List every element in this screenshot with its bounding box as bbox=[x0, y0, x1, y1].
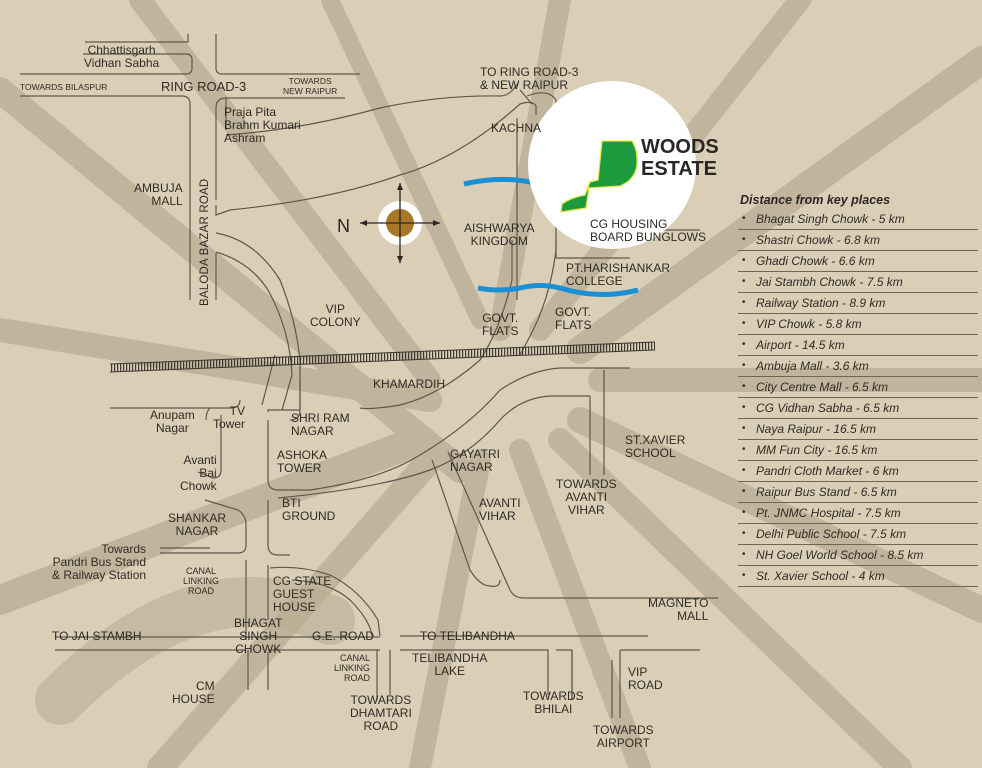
label-aishwarya-kingdom: AISHWARYA KINGDOM bbox=[464, 221, 535, 248]
bullet-icon: • bbox=[742, 444, 746, 455]
railway-track bbox=[109, 341, 656, 373]
project-name-line1: WOODS bbox=[641, 136, 719, 158]
label-cm-house: CM HOUSE bbox=[172, 679, 215, 706]
label-govt-flats-right: GOVT. FLATS bbox=[555, 305, 592, 332]
label-towards-bilaspur: TOWARDS BILASPUR bbox=[20, 82, 108, 92]
label-kachna: KACHNA bbox=[491, 121, 542, 135]
compass-icon bbox=[360, 183, 440, 263]
label-towards-pandri: Towards Pandri Bus Stand & Railway Stati… bbox=[52, 542, 147, 582]
label-govt-flats-left: GOVT. FLATS bbox=[482, 311, 519, 338]
label-canal-linking-road-2: CANAL LINKING ROAD bbox=[334, 653, 371, 683]
label-gayatri-nagar: GAYATRI NAGAR bbox=[450, 447, 501, 474]
project-name-line2: ESTATE bbox=[641, 158, 717, 180]
distance-list-item: •Jai Stambh Chowk - 7.5 km bbox=[738, 272, 978, 293]
distance-list-item: •City Centre Mall - 6.5 km bbox=[738, 377, 978, 398]
label-tv-tower: TV Tower bbox=[213, 404, 246, 431]
label-khamardih: KHAMARDIH bbox=[373, 377, 446, 391]
distance-list-item: •NH Goel World School - 8.5 km bbox=[738, 545, 978, 566]
bullet-icon: • bbox=[742, 465, 746, 476]
distance-list-item: •Pt. JNMC Hospital - 7.5 km bbox=[738, 503, 978, 524]
distance-list-item: •Ghadi Chowk - 6.6 km bbox=[738, 251, 978, 272]
bullet-icon: • bbox=[742, 549, 746, 560]
distance-list-item: •VIP Chowk - 5.8 km bbox=[738, 314, 978, 335]
roads bbox=[20, 34, 718, 718]
distance-list-item: •CG Vidhan Sabha - 6.5 km bbox=[738, 398, 978, 419]
label-ashoka-tower: ASHOKA TOWER bbox=[277, 448, 328, 475]
label-cg-state-guest-house: CG STATE GUEST HOUSE bbox=[273, 574, 332, 614]
label-to-jai-stambh: TO JAI STAMBH bbox=[52, 629, 142, 643]
bullet-icon: • bbox=[742, 507, 746, 518]
distance-list: •Bhagat Singh Chowk - 5 km •Shastri Chow… bbox=[738, 209, 978, 587]
label-towards-bhilai: TOWARDS BHILAI bbox=[523, 689, 584, 716]
bullet-icon: • bbox=[742, 255, 746, 266]
bullet-icon: • bbox=[742, 318, 746, 329]
distance-list-item: •Naya Raipur - 16.5 km bbox=[738, 419, 978, 440]
bullet-icon: • bbox=[742, 486, 746, 497]
label-canal-linking-road-1: CANAL LINKING ROAD bbox=[183, 566, 220, 596]
label-bti-ground: BTI GROUND bbox=[282, 496, 336, 523]
label-towards-avanti-vihar: TOWARDS AVANTI VIHAR bbox=[556, 477, 617, 517]
label-praja-pita-ashram: Praja Pita Brahm Kumari Ashram bbox=[224, 105, 301, 145]
label-shri-ram-nagar: SHRI RAM NAGAR bbox=[291, 411, 350, 438]
label-cg-housing-board: CG HOUSING BOARD BUNGLOWS bbox=[590, 217, 707, 244]
distance-list-item: •St. Xavier School - 4 km bbox=[738, 566, 978, 587]
label-ambuja-mall: AMBUJA MALL bbox=[134, 181, 183, 208]
label-vip-road: VIP ROAD bbox=[628, 665, 663, 692]
distance-list-item: •Pandri Cloth Market - 6 km bbox=[738, 461, 978, 482]
bullet-icon: • bbox=[742, 402, 746, 413]
distance-list-item: •Ambuja Mall - 3.6 km bbox=[738, 356, 978, 377]
label-magneto-mall: MAGNETO MALL bbox=[648, 596, 709, 623]
bullet-icon: • bbox=[742, 297, 746, 308]
bullet-icon: • bbox=[742, 213, 746, 224]
distance-list-item: •Railway Station - 8.9 km bbox=[738, 293, 978, 314]
bullet-icon: • bbox=[742, 528, 746, 539]
bullet-icon: • bbox=[742, 234, 746, 245]
distance-from-key-places-panel: Distance from key places •Bhagat Singh C… bbox=[738, 193, 978, 587]
project-name: WOODS ESTATE bbox=[641, 136, 719, 180]
distance-list-item: •Shastri Chowk - 6.8 km bbox=[738, 230, 978, 251]
compass-north-label: N bbox=[337, 216, 350, 236]
label-vip-colony: VIP COLONY bbox=[310, 302, 361, 329]
label-telibandha-lake: TELIBANDHA LAKE bbox=[412, 651, 488, 678]
label-pt-harishankar-college: PT.HARISHANKAR COLLEGE bbox=[566, 261, 671, 288]
distance-list-item: •Bhagat Singh Chowk - 5 km bbox=[738, 209, 978, 230]
distance-list-item: •Airport - 14.5 km bbox=[738, 335, 978, 356]
label-ge-road: G.E. ROAD bbox=[312, 629, 375, 643]
label-towards-airport: TOWARDS AIRPORT bbox=[593, 723, 654, 750]
label-avanti-bai-chowk: Avanti Bai Chowk bbox=[180, 453, 217, 493]
label-to-ring-road-new-raipur: TO RING ROAD-3 & NEW RAIPUR bbox=[480, 65, 579, 92]
woods-estate-logo-icon bbox=[560, 140, 638, 213]
label-towards-new-raipur: TOWARDS NEW RAIPUR bbox=[283, 76, 338, 96]
distance-list-item: •Raipur Bus Stand - 6.5 km bbox=[738, 482, 978, 503]
label-ring-road-3: RING ROAD-3 bbox=[161, 79, 247, 94]
distance-panel-title: Distance from key places bbox=[740, 193, 891, 207]
distance-list-item: •Delhi Public School - 7.5 km bbox=[738, 524, 978, 545]
label-shankar-nagar: SHANKAR NAGAR bbox=[168, 511, 227, 538]
bullet-icon: • bbox=[742, 276, 746, 287]
distance-list-item: •MM Fun City - 16.5 km bbox=[738, 440, 978, 461]
label-baloda-bazar-road: BALODA BAZAR ROAD bbox=[199, 178, 211, 306]
bullet-icon: • bbox=[742, 570, 746, 581]
label-avanti-vihar: AVANTI VIHAR bbox=[479, 496, 521, 523]
label-anupam-nagar: Anupam Nagar bbox=[150, 408, 195, 435]
bullet-icon: • bbox=[742, 339, 746, 350]
canal-lower bbox=[477, 283, 639, 298]
label-towards-dhamtari-road: TOWARDS DHAMTARI ROAD bbox=[350, 693, 412, 733]
bullet-icon: • bbox=[742, 423, 746, 434]
label-bhagat-singh-chowk: BHAGAT SINGH CHOWK bbox=[234, 616, 283, 656]
label-chhattisgarh-vidhan-sabha: Chhattisgarh Vidhan Sabha bbox=[84, 43, 160, 70]
label-st-xavier-school: ST.XAVIER SCHOOL bbox=[625, 433, 686, 460]
label-to-telibandha: TO TELIBANDHA bbox=[420, 629, 515, 643]
bullet-icon: • bbox=[742, 360, 746, 371]
bullet-icon: • bbox=[742, 381, 746, 392]
